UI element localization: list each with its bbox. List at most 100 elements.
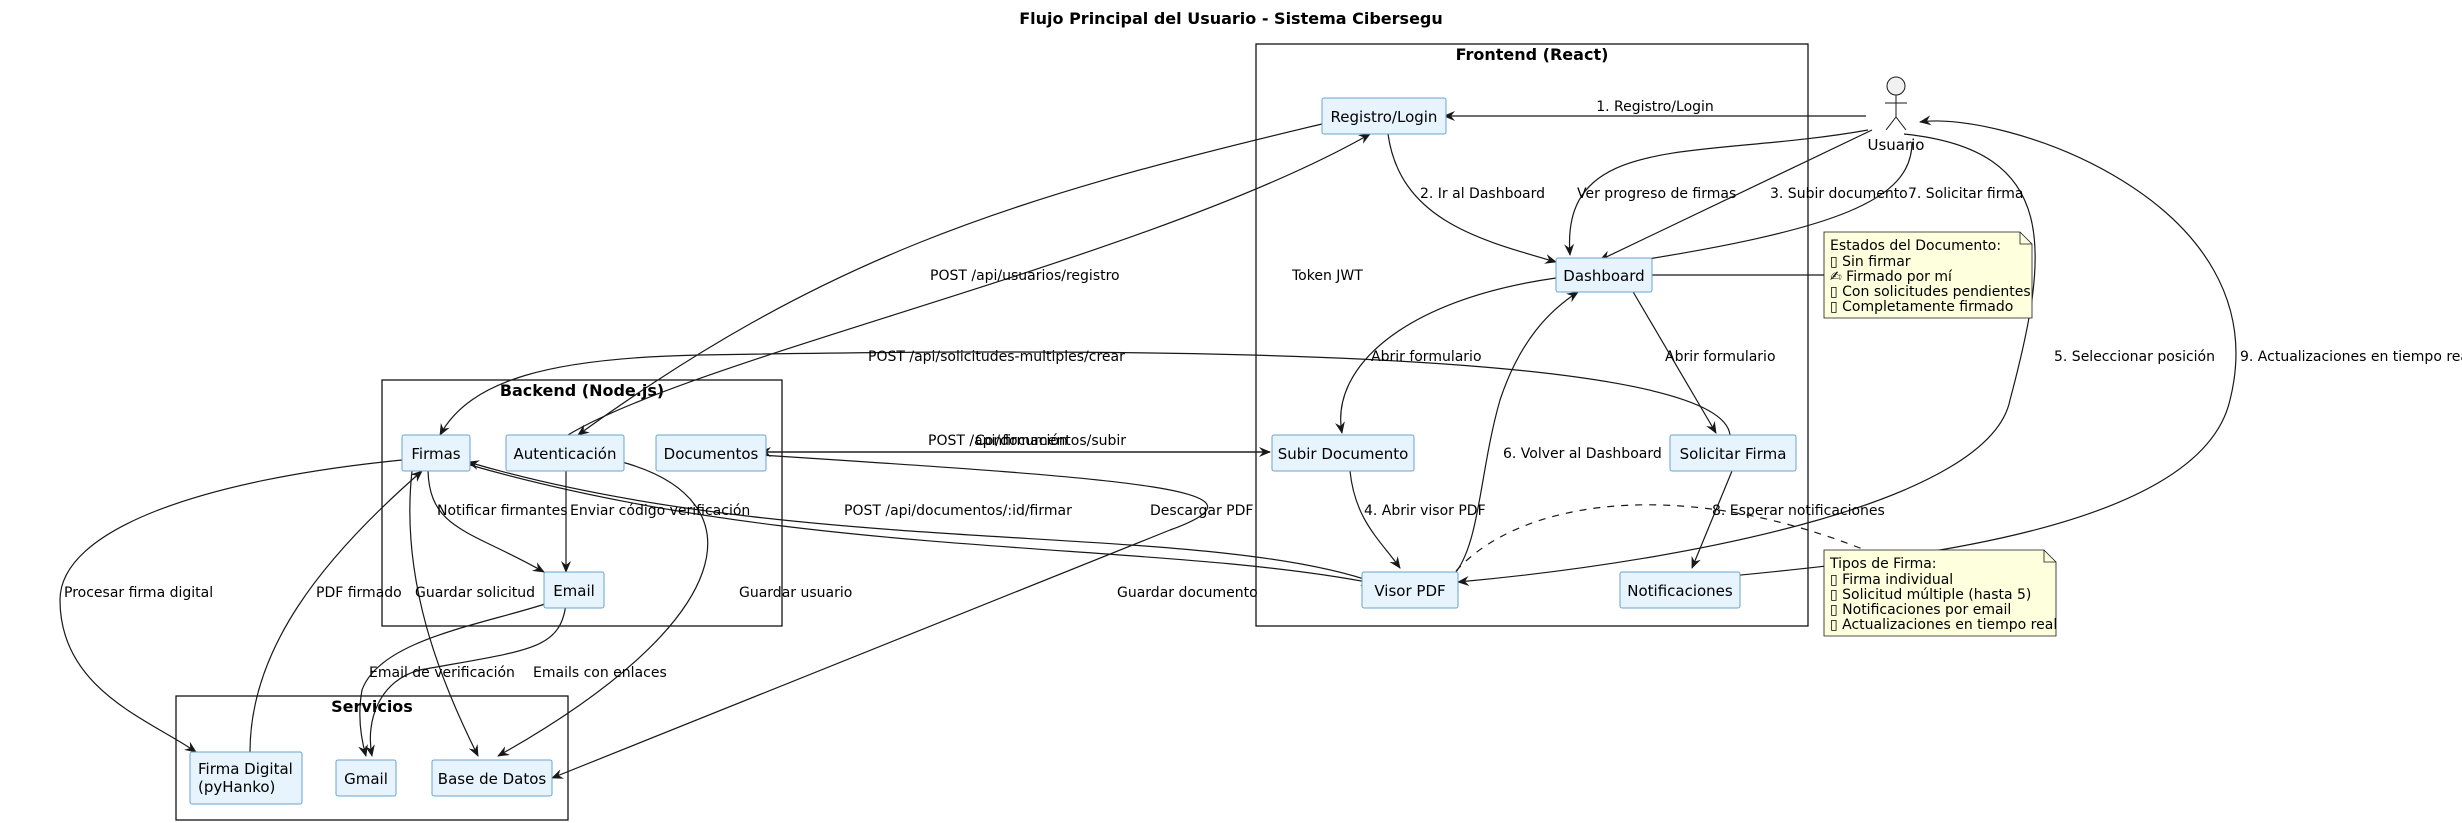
label-codigo-verificacion: Enviar código verificación <box>570 503 750 519</box>
node-registro-login[interactable]: Registro/Login <box>1321 97 1447 135</box>
label-solicitar-firma: 7. Solicitar firma <box>1908 186 2023 202</box>
cluster-servicios: Servicios <box>175 695 569 821</box>
node-subir-documento-label: Subir Documento <box>1278 445 1409 463</box>
note-estados-line-2: ▯ Sin firmar <box>1830 254 1911 270</box>
edge-post-registro <box>577 123 1323 436</box>
node-autenticacion-label: Autenticación <box>514 445 617 463</box>
label-email-verificacion: Email de verificación <box>369 665 515 681</box>
label-registro-login: 1. Registro/Login <box>1596 99 1714 115</box>
note-estados-line-4: ▯ Con solicitudes pendientes <box>1830 284 2031 300</box>
note-tipos-line-5: ▯ Actualizaciones en tiempo real <box>1830 617 2057 633</box>
label-guardar-documento: Guardar documento <box>1117 585 1258 601</box>
note-connector-tipos <box>1455 504 1871 572</box>
label-post-registro: POST /api/usuarios/registro <box>930 268 1120 284</box>
label-volver-dashboard: 6. Volver al Dashboard <box>1503 446 1662 462</box>
actor-usuario-label: Usuario <box>1867 136 1924 154</box>
edge-guardar-documento <box>551 454 1209 779</box>
edges <box>59 111 2237 779</box>
node-firmas-label: Firmas <box>411 445 460 463</box>
node-firma-digital-label-2: (pyHanko) <box>198 778 275 796</box>
edge-email-verificacion <box>358 603 546 757</box>
label-guardar-solicitud: Guardar solicitud <box>415 585 535 601</box>
edge-abrir-visor <box>1349 470 1401 569</box>
node-solicitar-firma[interactable]: Solicitar Firma <box>1669 434 1797 472</box>
edge-guardar-solicitud <box>409 470 479 757</box>
node-solicitar-firma-label: Solicitar Firma <box>1680 445 1787 463</box>
label-procesar-firma: Procesar firma digital <box>64 585 213 601</box>
edge-descargar-pdf <box>467 460 1377 584</box>
node-notificaciones-label: Notificaciones <box>1627 582 1733 600</box>
label-abrir-form-2: Abrir formulario <box>1665 349 1776 365</box>
diagram-title: Flujo Principal del Usuario - Sistema Ci… <box>1019 9 1443 28</box>
edge-seleccionar-posicion <box>1457 133 2036 586</box>
note-estados-line-5: ▯ Completamente firmado <box>1830 299 2013 315</box>
edge-emails-enlaces <box>364 603 567 757</box>
note-tipos: Tipos de Firma: ▯ Firma individual ▯ Sol… <box>1823 549 2057 637</box>
edge-volver-dashboard <box>1455 291 1579 573</box>
node-autenticacion[interactable]: Autenticación <box>505 434 625 472</box>
edge-esperar-notif <box>1691 470 1733 569</box>
edge-post-firmar <box>469 464 1373 586</box>
edge-token-jwt <box>559 133 1371 441</box>
node-email[interactable]: Email <box>543 571 605 609</box>
node-subir-documento[interactable]: Subir Documento <box>1271 434 1415 472</box>
note-estados: Estados del Documento: ▯ Sin firmar ✍ Fi… <box>1823 231 2033 319</box>
node-documentos-label: Documentos <box>664 445 759 463</box>
edge-pdf-firmado <box>249 470 423 753</box>
edge-ver-progreso <box>1564 129 1869 256</box>
edge-subir-documento <box>1599 129 1873 261</box>
label-descargar-pdf: Descargar PDF <box>1150 503 1253 519</box>
note-tipos-line-3: ▯ Solicitud múltiple (hasta 5) <box>1830 587 2031 603</box>
label-token-jwt: Token JWT <box>1291 268 1363 284</box>
cluster-backend-title: Backend (Node.js) <box>500 381 664 400</box>
label-confirmacion: Confirmación <box>975 433 1068 449</box>
label-post-firmar: POST /api/documentos/:id/firmar <box>844 503 1072 519</box>
actor-leg-left <box>1885 116 1897 131</box>
label-ver-progreso: Ver progreso de firmas <box>1577 186 1736 202</box>
label-notificar-firmantes: Notificar firmantes <box>437 503 568 519</box>
node-gmail-label: Gmail <box>344 770 388 788</box>
note-tipos-line-2: ▯ Firma individual <box>1830 572 1953 588</box>
label-abrir-form-1: Abrir formulario <box>1371 349 1482 365</box>
node-email-label: Email <box>553 582 595 600</box>
node-base-datos[interactable]: Base de Datos <box>431 759 553 797</box>
node-firma-digital[interactable]: Firma Digital (pyHanko) <box>189 751 303 805</box>
edge-notificar-firmantes <box>427 470 545 573</box>
actor-leg-right <box>1895 116 1907 131</box>
edge-abrir-form-2 <box>1631 289 1717 434</box>
edge-abrir-form-1 <box>1335 277 1557 434</box>
node-visor-pdf-label: Visor PDF <box>1374 582 1445 600</box>
label-guardar-usuario: Guardar usuario <box>739 585 852 601</box>
node-notificaciones[interactable]: Notificaciones <box>1619 571 1741 609</box>
note-tipos-line-4: ▯ Notificaciones por email <box>1830 602 2011 618</box>
label-abrir-visor: 4. Abrir visor PDF <box>1364 503 1486 519</box>
label-esperar-notif: 8. Esperar notificaciones <box>1712 503 1885 519</box>
edge-procesar-firma <box>59 459 403 753</box>
cluster-frontend: Frontend (React) <box>1255 43 1809 627</box>
edge-solicitar-firma <box>1609 141 1913 269</box>
node-documentos[interactable]: Documentos <box>655 434 767 472</box>
label-seleccionar-posicion: 5. Seleccionar posición <box>2054 349 2215 365</box>
note-estados-line-1: Estados del Documento: <box>1830 238 2001 254</box>
node-dashboard-label: Dashboard <box>1563 267 1644 285</box>
note-tipos-line-1: Tipos de Firma: <box>1829 556 1937 572</box>
node-visor-pdf[interactable]: Visor PDF <box>1361 571 1459 609</box>
node-firma-digital-label-1: Firma Digital <box>198 760 293 778</box>
cluster-servicios-title: Servicios <box>331 697 413 716</box>
label-pdf-firmado: PDF firmado <box>316 585 402 601</box>
node-dashboard[interactable]: Dashboard <box>1555 257 1653 293</box>
label-subir-documento: 3. Subir documento <box>1770 186 1908 202</box>
edge-guardar-usuario <box>497 461 709 757</box>
node-firmas[interactable]: Firmas <box>401 434 471 472</box>
node-gmail[interactable]: Gmail <box>335 759 397 797</box>
label-actualizaciones: 9. Actualizaciones en tiempo real <box>2240 349 2462 365</box>
label-post-solicitudes: POST /api/solicitudes-multiples/crear <box>868 349 1125 365</box>
actor-head <box>1886 76 1906 96</box>
label-ir-dashboard: 2. Ir al Dashboard <box>1420 186 1545 202</box>
edge-ir-dashboard <box>1387 133 1557 264</box>
note-estados-line-3: ✍ Firmado por mí <box>1830 269 1953 285</box>
actor-usuario[interactable]: Usuario <box>1867 76 1925 154</box>
node-base-datos-label: Base de Datos <box>438 770 547 788</box>
cluster-frontend-title: Frontend (React) <box>1456 45 1609 64</box>
